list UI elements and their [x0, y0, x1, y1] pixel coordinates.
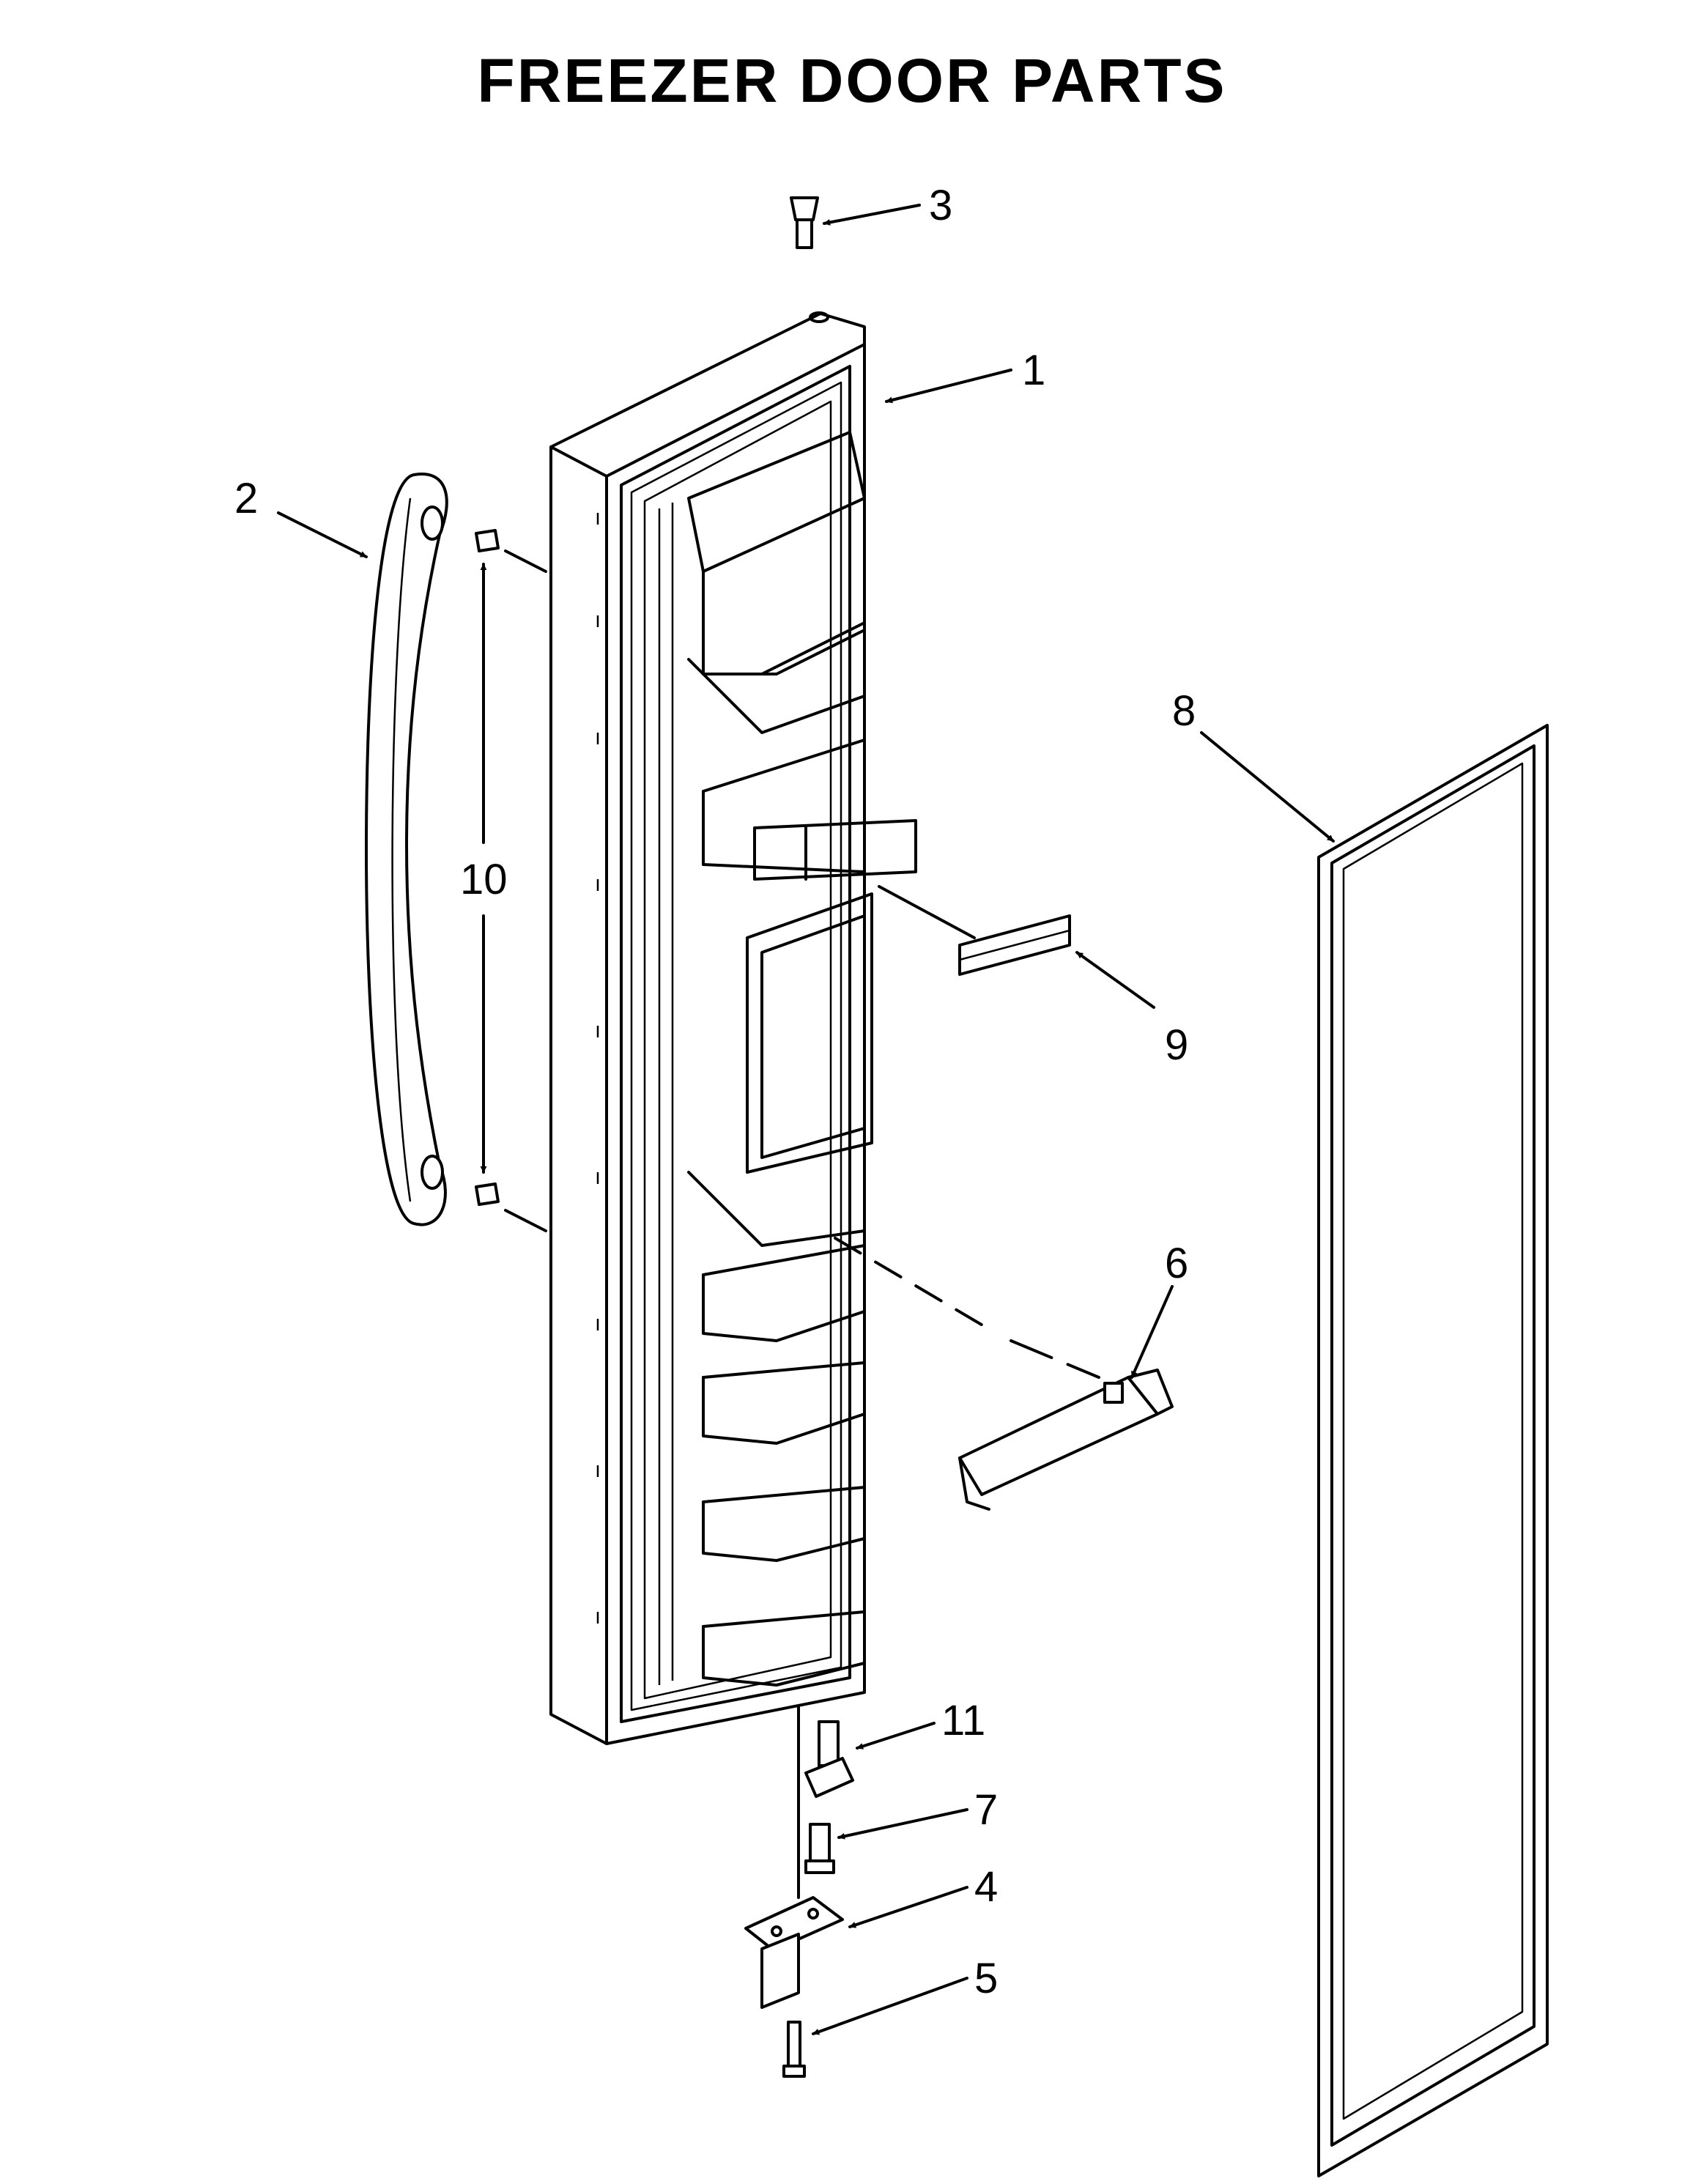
callout-3: 3: [823, 182, 952, 229]
callout-label-10: 10: [460, 856, 508, 903]
handle-mount-screw-bottom: [475, 1182, 547, 1232]
callout-label-3: 3: [929, 182, 952, 229]
callout-label-5: 5: [974, 1955, 998, 2002]
door-bin: [834, 1237, 1174, 1511]
callout-label-2: 2: [234, 475, 258, 522]
callout-label-11: 11: [941, 1697, 985, 1744]
callout-7: 7: [837, 1786, 998, 1840]
callout-4: 4: [848, 1863, 998, 1928]
freezer-door: [549, 311, 917, 1745]
trim-strip: [878, 885, 1071, 976]
callout-8: 8: [1172, 687, 1335, 843]
callout-label-8: 8: [1172, 687, 1196, 735]
door-shelf-molding: [687, 431, 917, 1687]
callout-1: 1: [885, 347, 1045, 404]
callout-11: 11: [856, 1697, 985, 1750]
callout-label-4: 4: [974, 1863, 998, 1911]
top-hinge-pin: [790, 196, 819, 249]
hinge-bracket: [744, 1896, 844, 2009]
callout-2: 2: [234, 475, 368, 558]
callout-6: 6: [1130, 1240, 1188, 1379]
door-handle: [365, 472, 448, 1226]
callout-label-9: 9: [1165, 1021, 1188, 1069]
hinge-pin: [804, 1720, 854, 1798]
callout-5: 5: [812, 1955, 998, 2035]
handle-mount-screw-top: [475, 529, 547, 573]
callout-label-1: 1: [1022, 347, 1045, 394]
hinge-screw: [782, 2021, 806, 2078]
callout-label-6: 6: [1165, 1240, 1188, 1287]
callout-10: 10: [460, 563, 508, 1174]
callout-label-7: 7: [974, 1786, 998, 1834]
callout-9: 9: [1075, 951, 1188, 1069]
page-title: FREEZER DOOR PARTS: [477, 46, 1227, 115]
door-gasket: [1317, 724, 1549, 2177]
hinge-bolt: [804, 1823, 835, 1874]
